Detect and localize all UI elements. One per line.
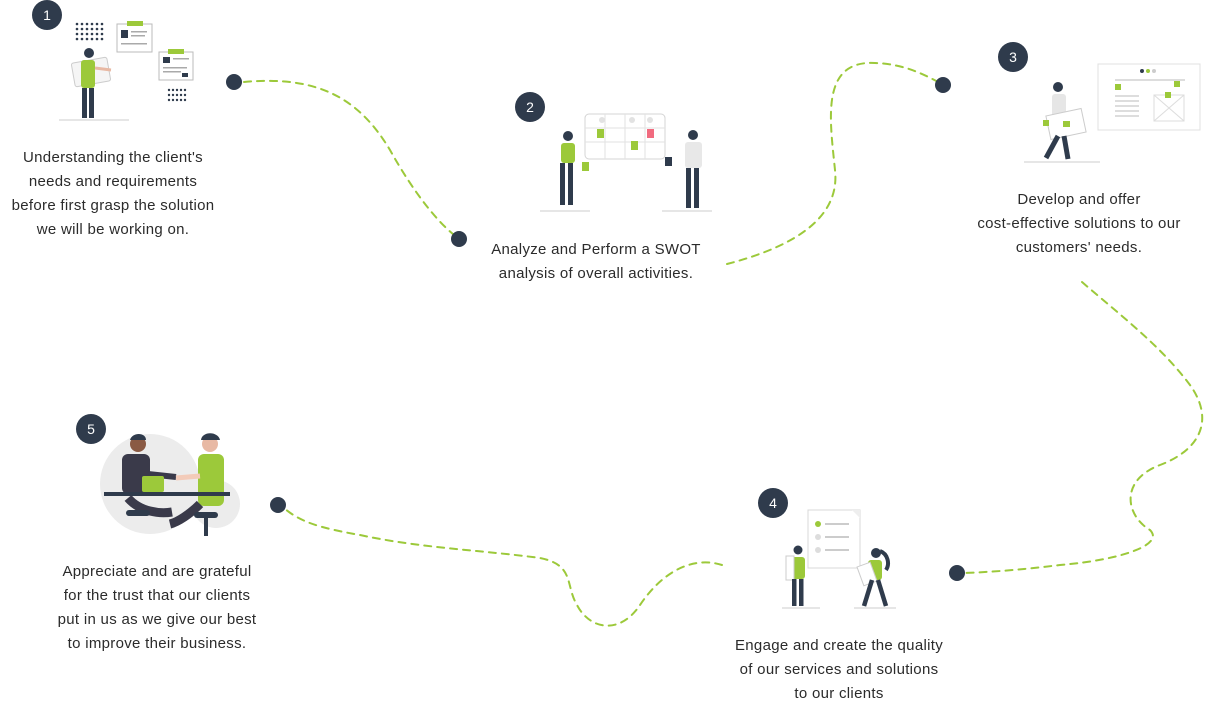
step-1-line-2: needs and requirements — [28, 173, 198, 190]
step-3-line-1: Develop and offer — [1017, 191, 1141, 208]
step-2-line-1: Analyze and Perform a SWOT — [491, 241, 701, 258]
step-4-line-3: to our clients — [794, 685, 884, 702]
two-people-at-schedule-board-illustration — [540, 113, 712, 212]
step-4-line-1: Engage and create the quality — [734, 637, 943, 654]
step-5-caption: Appreciate and are grateful for the trus… — [40, 560, 274, 656]
person-with-web-wireframe-illustration — [1024, 63, 1201, 163]
step-1-line-3: before first grasp the solution — [11, 197, 215, 214]
step-2-caption: Analyze and Perform a SWOT analysis of o… — [476, 238, 716, 286]
step-5-line-3: put in us as we give our best — [57, 611, 257, 628]
connector-2-3 — [726, 61, 943, 265]
path-node-4-end — [949, 565, 965, 581]
path-node-1-end — [226, 74, 242, 90]
path-node-5-end — [270, 497, 286, 513]
step-3-line-2: cost-effective solutions to our — [977, 215, 1181, 232]
step-3-badge: 3 — [998, 42, 1028, 72]
two-people-with-checklist-illustration — [782, 509, 896, 609]
step-5-badge: 5 — [76, 414, 106, 444]
path-node-2-start — [451, 231, 467, 247]
step-1-badge: 1 — [32, 0, 62, 30]
step-5-line-2: for the trust that our clients — [63, 587, 251, 604]
step-4-line-2: of our services and solutions — [739, 661, 939, 678]
step-5-line-1: Appreciate and are grateful — [62, 563, 252, 580]
step-1-line-4: we will be working on. — [36, 221, 190, 238]
step-2-badge: 2 — [515, 92, 545, 122]
step-1-caption: Understanding the client's needs and req… — [0, 146, 226, 242]
step-4-caption: Engage and create the quality of our ser… — [718, 634, 960, 706]
step-3-caption: Develop and offer cost-effective solutio… — [958, 188, 1200, 260]
step-2-line-2: analysis of overall activities. — [498, 265, 694, 282]
connector-1-2 — [243, 79, 459, 239]
handshake-at-desk-illustration — [100, 433, 240, 536]
step-1-line-1: Understanding the client's — [23, 149, 203, 166]
step-5-line-4: to improve their business. — [67, 635, 247, 652]
step-3-line-3: customers' needs. — [1015, 239, 1143, 256]
step-4-badge: 4 — [758, 488, 788, 518]
connector-3-4 — [964, 281, 1204, 574]
connector-4-5 — [283, 507, 723, 627]
person-with-document-cards-illustration — [59, 21, 194, 121]
path-node-3-start — [935, 77, 951, 93]
